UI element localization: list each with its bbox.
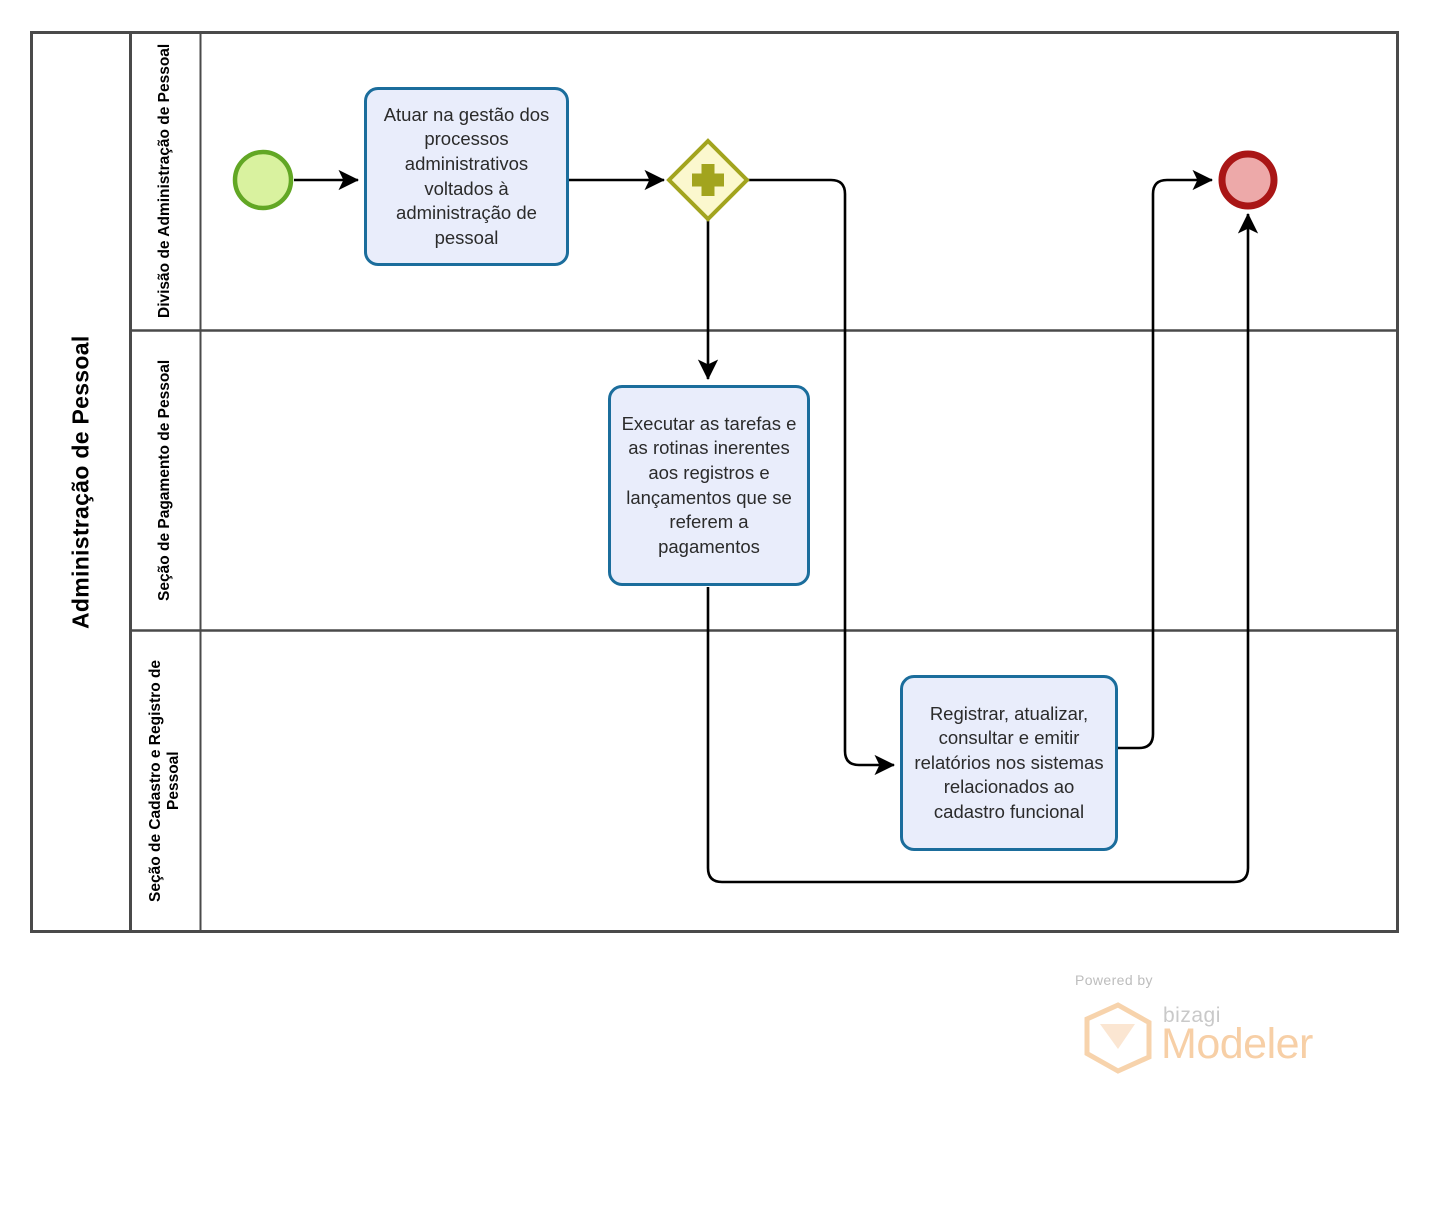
gateway-parallel[interactable] xyxy=(666,138,750,222)
task-atuar-gestao-processos[interactable]: Atuar na gestão dos processos administra… xyxy=(364,87,569,266)
bizagi-hexagon-logo-icon xyxy=(1084,1002,1152,1074)
flow-gateway-task3 xyxy=(747,178,895,776)
watermark-brand-text: bizagi xyxy=(1163,1004,1221,1027)
task-registrar-atualizar-consultar[interactable]: Registrar, atualizar, consultar e emitir… xyxy=(900,675,1118,851)
watermark-powered-by-text: Powered by xyxy=(1075,972,1153,988)
plus-icon xyxy=(692,164,724,196)
pool-frame xyxy=(30,31,1399,933)
start-event[interactable] xyxy=(232,149,294,211)
task-executar-tarefas-rotinas[interactable]: Executar as tarefas e as rotinas inerent… xyxy=(608,385,810,586)
end-event[interactable] xyxy=(1218,150,1278,210)
bizagi-watermark: Powered by bizagi Modeler xyxy=(1075,972,1335,1074)
watermark-product-text: Modeler xyxy=(1161,1020,1313,1068)
flow-task3-end xyxy=(1118,169,1213,750)
flow-task2-end xyxy=(706,213,1259,884)
